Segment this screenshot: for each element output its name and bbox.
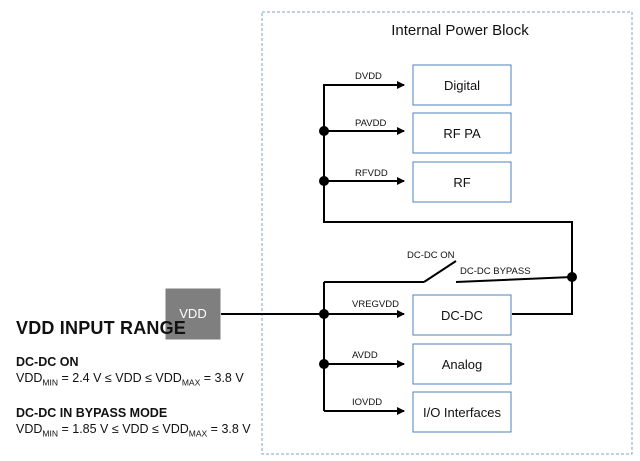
block-digital-label: Digital xyxy=(444,78,480,93)
junction-dots xyxy=(319,126,577,369)
vdd-max-value: = 3.8 V xyxy=(207,421,251,436)
block-dcdc-label: DC-DC xyxy=(441,308,483,323)
switch-on-label: DC-DC ON xyxy=(407,250,455,261)
upper-bus xyxy=(323,81,573,277)
mode-dcdc-bypass-title: DC-DC IN BYPASS MODE xyxy=(16,405,168,420)
container-title: Internal Power Block xyxy=(391,22,529,39)
block-digital: Digital xyxy=(412,64,512,106)
block-io-interfaces: I/O Interfaces xyxy=(412,391,512,433)
block-rf: RF xyxy=(412,161,512,203)
lower-bus xyxy=(221,282,405,415)
internal-power-block-container xyxy=(261,11,633,455)
vdd-min-value: = 1.85 V ≤ VDD ≤ VDD xyxy=(58,421,189,436)
junction-dot-bypass xyxy=(567,272,577,282)
block-rf-pa: RF PA xyxy=(412,112,512,154)
vdd-min-prefix: VDD xyxy=(16,371,43,385)
vdd-source-label: VDD xyxy=(179,306,206,321)
mode-dcdc-on-range: VDDMIN = 2.4 V ≤ VDD ≤ VDDMAX = 3.8 V xyxy=(16,371,276,388)
mode-dcdc-bypass-range: VDDMIN = 1.85 V ≤ VDD ≤ VDDMAX = 3.8 V xyxy=(16,422,276,439)
dcdc-switch xyxy=(324,260,573,315)
junction-dot-pavdd xyxy=(319,126,329,136)
junction-dot-rfvdd xyxy=(319,176,329,186)
net-label-avdd: AVDD xyxy=(352,350,378,361)
net-label-rfvdd: RFVDD xyxy=(355,168,388,179)
net-label-dvdd: DVDD xyxy=(355,71,382,82)
vdd-max-sub: MAX xyxy=(181,377,201,388)
vdd-max-sub: MAX xyxy=(188,428,208,438)
block-analog-label: Analog xyxy=(442,357,482,372)
vdd-min-value: = 2.4 V ≤ VDD ≤ VDD xyxy=(58,371,182,385)
vdd-min-sub: MIN xyxy=(42,377,58,388)
net-label-iovdd: IOVDD xyxy=(352,397,382,408)
block-rf-label: RF xyxy=(453,175,470,190)
junction-dot-vregvdd xyxy=(319,309,329,319)
net-label-vregvdd: VREGVDD xyxy=(352,299,399,310)
vdd-max-value: = 3.8 V xyxy=(200,371,244,385)
vdd-min-prefix: VDD xyxy=(16,421,43,436)
mode-dcdc-on-title: DC-DC ON xyxy=(16,355,79,369)
mode-dcdc-bypass: DC-DC IN BYPASS MODE VDDMIN = 1.85 V ≤ V… xyxy=(16,406,276,439)
vdd-min-sub: MIN xyxy=(42,428,58,438)
mode-dcdc-on: DC-DC ON VDDMIN = 2.4 V ≤ VDD ≤ VDDMAX =… xyxy=(16,355,276,388)
block-analog: Analog xyxy=(412,343,512,385)
net-label-pavdd: PAVDD xyxy=(355,118,386,129)
vdd-source-box xyxy=(165,288,221,340)
block-dcdc: DC-DC xyxy=(412,294,512,336)
block-io-interfaces-label: I/O Interfaces xyxy=(423,405,502,420)
switch-bypass-label: DC-DC BYPASS xyxy=(460,266,531,277)
vdd-input-range-title: VDD INPUT RANGE xyxy=(16,318,187,338)
junction-dot-avdd xyxy=(319,359,329,369)
vdd-input-range-panel: VDD INPUT RANGE DC-DC ON VDDMIN = 2.4 V … xyxy=(16,318,276,438)
block-rf-pa-label: RF PA xyxy=(443,126,481,141)
